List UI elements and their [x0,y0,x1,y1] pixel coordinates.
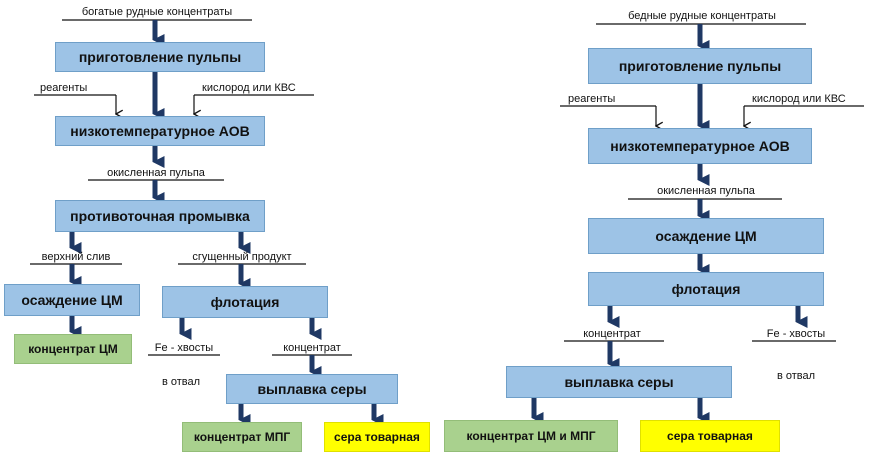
right-sulfur-melting-box: выплавка серы [506,366,732,398]
left-oxidized-pulp-label: окисленная пульпа [107,167,205,179]
right-aob-box: низкотемпературное АОВ [588,128,812,164]
left-commercial-sulfur-box: сера товарная [324,422,430,452]
right-concentrate-label: концентрат [583,328,641,340]
right-reagents-label: реагенты [568,93,616,105]
left-reagents-label: реагенты [40,82,88,94]
left-countercurrent-washing-box: противоточная промывка [55,200,265,232]
left-mpg-concentrate-box: концентрат МПГ [182,422,302,452]
right-oxidized-pulp-label: окисленная пульпа [657,185,755,197]
left-precipitation-box: осаждение ЦМ [4,284,140,316]
left-flotation-box: флотация [162,286,328,318]
left-input-label: богатые рудные концентраты [81,6,233,18]
left-sulfur-melting-box: выплавка серы [226,374,398,404]
left-dump-label: в отвал [161,376,201,388]
right-precipitation-box: осаждение ЦМ [588,218,824,254]
right-oxygen-label: кислород или КВС [752,93,846,105]
left-overflow-label: верхний слив [41,251,111,263]
right-commercial-sulfur-box: сера товарная [640,420,780,452]
left-aob-box: низкотемпературное АОВ [55,116,265,146]
left-fe-tails-label: Fe - хвосты [154,342,214,354]
left-cm-concentrate-box: концентрат ЦМ [14,334,132,364]
right-input-label: бедные рудные концентраты [628,10,776,22]
right-dump-label: в отвал [776,370,816,382]
left-pulp-prep-box: приготовление пульпы [55,42,265,72]
left-oxygen-label: кислород или КВС [202,82,296,94]
left-thickened-product-label: сгущенный продукт [192,251,292,263]
right-cm-mpg-concentrate-box: концентрат ЦМ и МПГ [444,420,618,452]
left-concentrate-label: концентрат [283,342,341,354]
right-pulp-prep-box: приготовление пульпы [588,48,812,84]
right-flotation-box: флотация [588,272,824,306]
right-fe-tails-label: Fe - хвосты [766,328,826,340]
